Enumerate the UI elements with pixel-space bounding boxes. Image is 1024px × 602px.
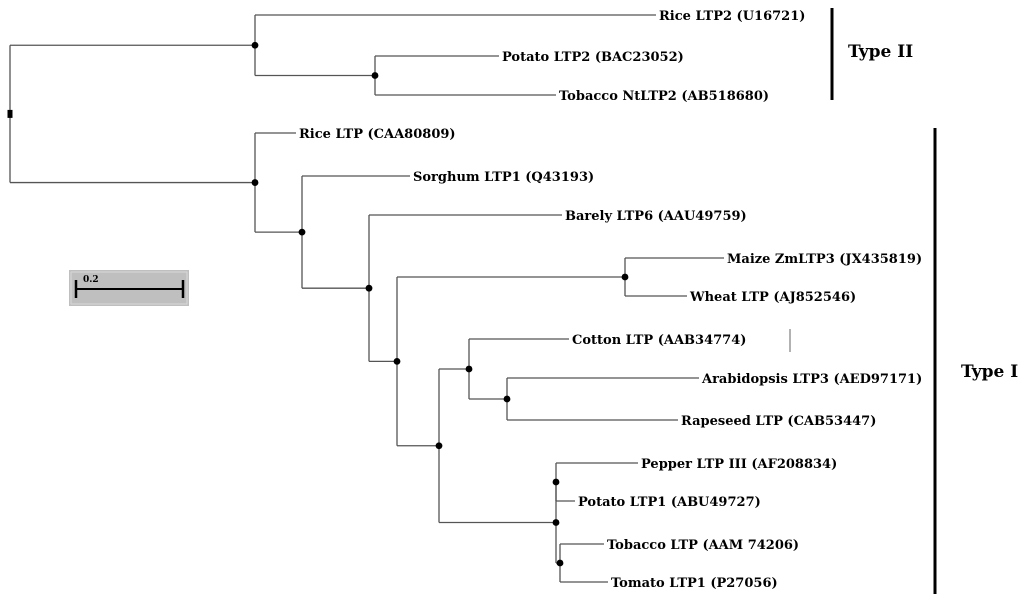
- leaf-label-arabidopsis-ltp3: Arabidopsis LTP3 (AED97171): [701, 372, 922, 387]
- type1-clade-node: [251, 179, 259, 186]
- brassica-cotton-node: [465, 365, 473, 373]
- leaf-label-maize-zmltp3: Maize ZmLTP3 (JX435819): [727, 252, 922, 267]
- leaf-label-tobacco-ltp: Tobacco LTP (AAM 74206): [607, 538, 799, 553]
- leaf-label-tomato-ltp1: Tomato LTP1 (P27056): [611, 576, 778, 591]
- leaf-label-cotton-ltp: Cotton LTP (AAB34774): [572, 333, 746, 348]
- leaf-label-sorghum-ltp1: Sorghum LTP1 (Q43193): [413, 170, 594, 185]
- leaf-label-barely-ltp6: Barely LTP6 (AAU49759): [565, 209, 747, 224]
- group-type-ii: Type II: [830, 8, 913, 100]
- type-i-label: Type I: [961, 362, 1018, 382]
- monocot-dicot-node: [393, 357, 401, 365]
- leaf-label-potato-ltp1: Potato LTP1 (ABU49727): [578, 495, 761, 510]
- type1-inner-node: [298, 228, 306, 236]
- solanaceae-node: [552, 519, 560, 526]
- dicot-clade-node: [435, 442, 443, 450]
- leaf-label-rice-ltp: Rice LTP (CAA80809): [299, 127, 456, 142]
- arabidopsis-rapeseed-node: [503, 395, 511, 403]
- tree-nodes: [7, 41, 629, 567]
- type2-clade-node: [251, 41, 259, 49]
- leaf-label-rice-ltp2: Rice LTP2 (U16721): [659, 9, 805, 24]
- leaf-label-wheat-ltp: Wheat LTP (AJ852546): [689, 290, 856, 305]
- scale-bar-label: 0.2: [83, 275, 99, 285]
- leaf-labels: Rice LTP2 (U16721) Potato LTP2 (BAC23052…: [299, 9, 922, 591]
- barely-clade-node: [365, 284, 373, 292]
- root-node: [7, 109, 13, 118]
- pepper-potato-node: [552, 478, 560, 486]
- group-type-i: Type I: [933, 128, 1018, 594]
- type-ii-label: Type II: [848, 42, 913, 62]
- leaf-label-pepper-ltp-iii: Pepper LTP III (AF208834): [641, 457, 837, 472]
- potato-tobacco-ltp2-node: [371, 72, 379, 79]
- leaf-label-potato-ltp2: Potato LTP2 (BAC23052): [502, 50, 684, 65]
- scale-bar: 0.2: [69, 270, 189, 306]
- tobacco-tomato-node: [556, 559, 564, 567]
- leaf-label-tobacco-ntltp2: Tobacco NtLTP2 (AB518680): [559, 89, 769, 104]
- leaf-label-rapeseed-ltp: Rapeseed LTP (CAB53447): [681, 414, 876, 429]
- maize-wheat-node: [621, 273, 629, 281]
